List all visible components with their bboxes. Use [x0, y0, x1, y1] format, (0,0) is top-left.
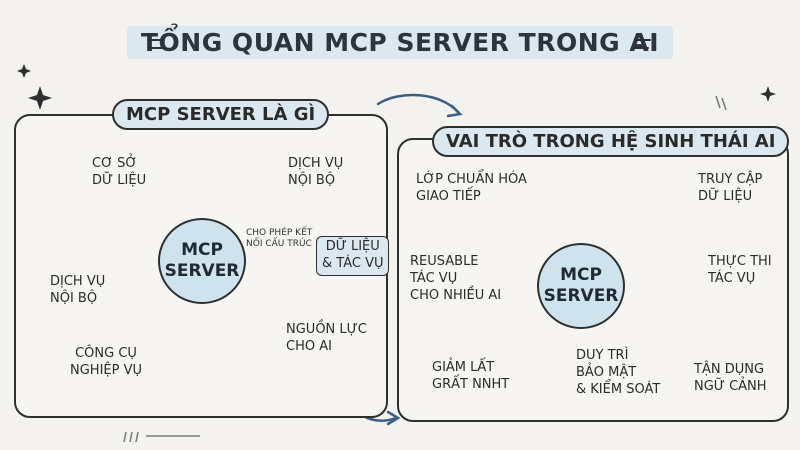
hub-line: MCP: [560, 264, 602, 285]
sparkle-icon: [17, 64, 776, 110]
data-tasks-label: DỮ LIỆU & TÁC VỤ: [316, 236, 390, 276]
reusable-tasks-label: REUSABLE TÁC VỤ CHO NHIỀU AI: [410, 254, 501, 305]
label-line: GRẤT NNHT: [432, 376, 510, 392]
label-line: DỮ LIỆU: [325, 239, 380, 254]
label-line: TÁC VỤ: [410, 270, 458, 286]
mcp-server-hub-left: MCP SERVER: [158, 218, 246, 304]
left-panel-heading: MCP SERVER LÀ GÌ: [112, 99, 330, 130]
label-line: DỮ LIỆU: [92, 172, 147, 188]
page-title: TỔNG QUAN MCP SERVER TRONG AI: [0, 26, 800, 59]
ai-resources-label: NGUỒN LỰC CHO AI: [286, 322, 367, 356]
label-line: DỊCH VỤ: [50, 274, 106, 289]
label-line: CHO PHÉP KẾT: [246, 228, 313, 238]
label-line: NỘI BỘ: [288, 172, 336, 188]
label-line: CÔNG CỤ: [75, 346, 137, 361]
label-line: REUSABLE: [410, 254, 479, 269]
label-line: CƠ SỞ: [92, 156, 138, 171]
label-line: GIẢM LẤT: [432, 360, 495, 375]
hub-line: SERVER: [543, 286, 619, 306]
label-line: NGỮ CẢNH: [694, 378, 767, 394]
label-line: TẬN DỤNG: [694, 362, 765, 377]
execute-tasks-label: THỰC THI TÁC VỤ: [708, 254, 772, 288]
internal-service-left-label: DỊCH VỤ NỘI BỘ: [50, 274, 105, 308]
label-line: NGUỒN LỰC: [286, 322, 367, 337]
internal-service-top-label: DỊCH VỤ NỘI BỘ: [288, 156, 343, 190]
mcp-server-hub-right: MCP SERVER: [537, 243, 625, 329]
hub-line: SERVER: [164, 261, 240, 281]
connect-note-label: CHO PHÉP KẾT NỐI CẤU TRÚC: [246, 228, 312, 250]
label-line: CHO AI: [286, 338, 332, 354]
label-line: TÁC VỤ: [708, 270, 756, 286]
label-line: DỮ LIỆU: [698, 188, 753, 204]
label-line: DỊCH VỤ: [288, 156, 344, 171]
label-line: TRUY CẬP: [698, 172, 763, 187]
right-panel-heading: VAI TRÒ TRONG HỆ SINH THÁI AI: [432, 126, 790, 157]
database-label: CƠ SỞ DỮ LIỆU: [92, 156, 146, 190]
label-line: & TÁC VỤ: [322, 255, 384, 271]
label-line: & KIỂM SOÁT: [576, 381, 661, 397]
data-access-label: TRUY CẬP DỮ LIỆU: [698, 172, 762, 206]
label-line: DUY TRÌ: [576, 348, 629, 363]
label-line: GIAO TIẾP: [416, 188, 481, 204]
security-label: DUY TRÌ BẢO MẬT & KIỂM SOÁT: [576, 348, 660, 399]
label-line: NGHIỆP VỤ: [70, 362, 143, 378]
label-line: CHO NHIỀU AI: [410, 287, 502, 303]
context-label: TẬN DỤNG NGỮ CẢNH: [694, 362, 767, 396]
label-line: NỐI CẤU TRÚC: [246, 238, 312, 249]
label-line: BẢO MẬT: [576, 364, 637, 380]
business-tools-label: CÔNG CỤ NGHIỆP VỤ: [70, 346, 142, 380]
hub-line: MCP: [181, 239, 223, 260]
label-line: LỚP CHUẨN HÓA: [416, 172, 527, 187]
label-line: NỘI BỘ: [50, 290, 98, 306]
standardize-label: LỚP CHUẨN HÓA GIAO TIẾP: [416, 172, 527, 206]
title-text: TỔNG QUAN MCP SERVER TRONG AI: [126, 26, 674, 59]
label-line: THỰC THI: [708, 254, 772, 269]
reduce-label: GIẢM LẤT GRẤT NNHT: [432, 360, 509, 394]
